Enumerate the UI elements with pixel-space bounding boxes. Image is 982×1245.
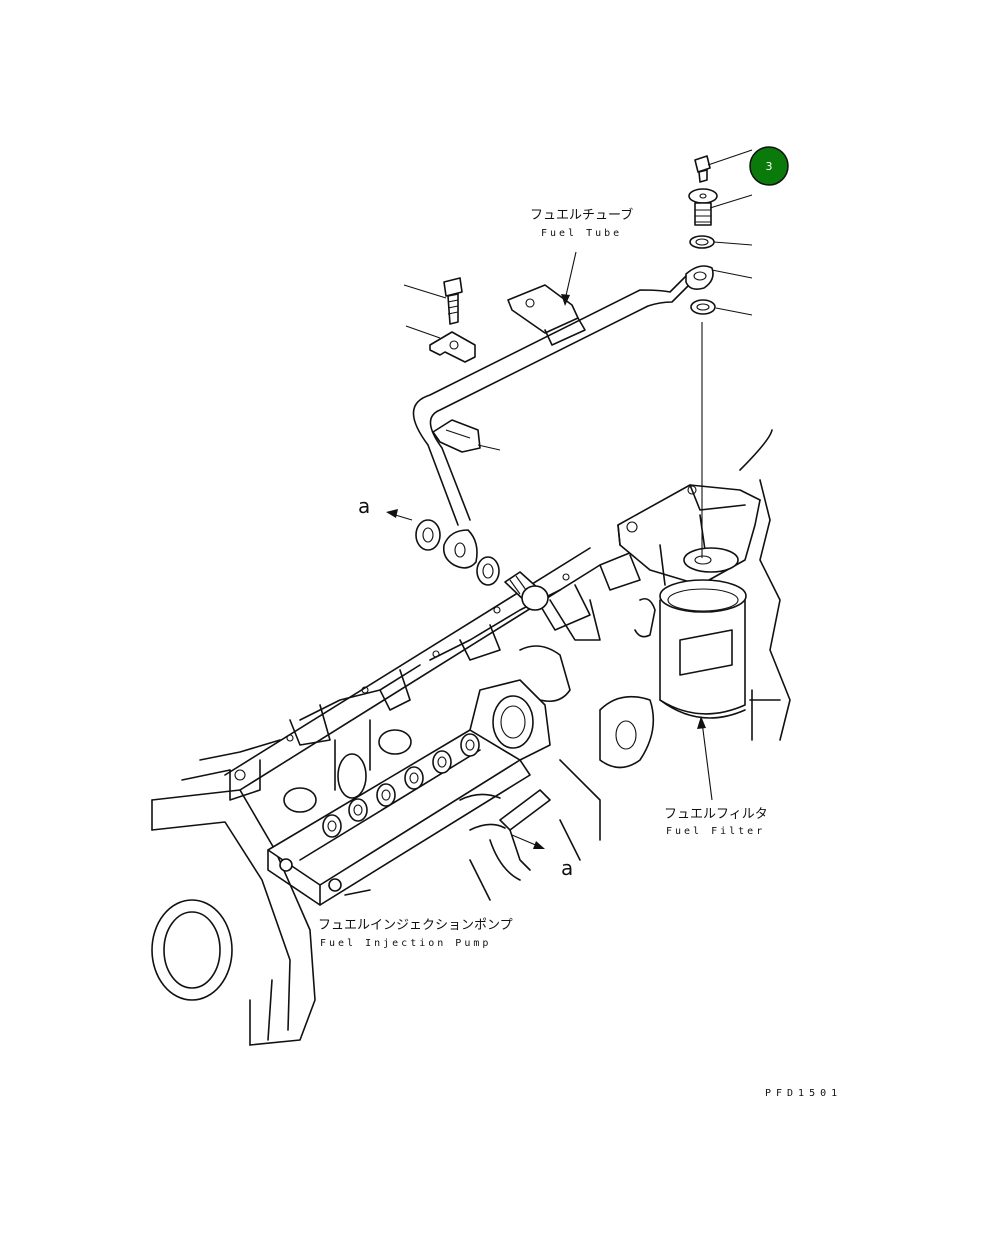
injection-pump-label-en: Fuel Injection Pump <box>320 938 491 949</box>
bolt <box>443 277 463 325</box>
callout-badge-circle[interactable] <box>749 146 789 186</box>
labels: フュエルチューブ Fuel Tube フュエルフィルタ Fuel Filter … <box>318 207 842 1099</box>
filter-stack <box>688 155 718 558</box>
clamp-upper <box>429 331 476 363</box>
fuel-tube <box>412 265 714 569</box>
eye-bolt-lower <box>504 571 549 611</box>
fuel-injection-pump <box>267 679 551 906</box>
fuel-filter-label-en: Fuel Filter <box>666 826 765 837</box>
callout-badge[interactable]: 3 <box>749 146 789 186</box>
callout-badge-number: 3 <box>766 160 773 173</box>
delivery-valves <box>322 733 480 838</box>
fuel-tube-label-en: Fuel Tube <box>541 228 622 239</box>
ref-a-upper: a <box>358 494 370 518</box>
hardware-parts <box>415 155 718 611</box>
leader-lines <box>386 149 753 849</box>
washer-a-upper <box>415 519 441 551</box>
ref-a-lower: a <box>561 856 573 880</box>
injection-pump-label-jp: フュエルインジェクションポンプ <box>318 918 513 933</box>
clamp-lower <box>432 419 481 453</box>
fuel-filter-label-jp: フュエルフィルタ <box>664 807 768 822</box>
fuel-filter <box>617 484 761 719</box>
fuel-tube-label-jp: フュエルチューブ <box>530 207 633 223</box>
figure-code: PFD1501 <box>765 1088 842 1099</box>
washer-eye <box>476 556 500 586</box>
